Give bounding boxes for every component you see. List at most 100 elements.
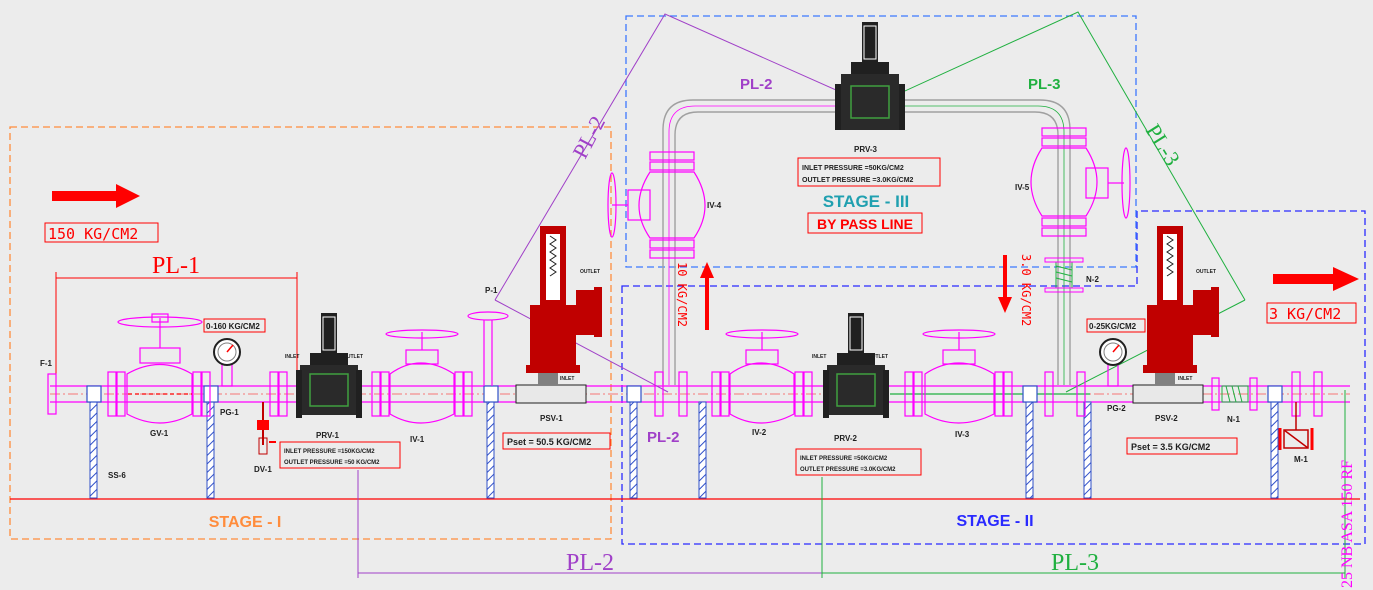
bypass-pressure-10: 10 KG/CM2 (675, 262, 689, 327)
prv2-outlet-tag: OUTLET (868, 354, 888, 360)
prv1-label: PRV-1 (316, 431, 340, 440)
outlet-pressure-box (1266, 302, 1357, 324)
psv2-label: PSV-2 (1155, 414, 1178, 423)
stage-3-label: STAGE - III (823, 192, 910, 211)
bypass-pressure-3: 3.0 KG/CM2 (1019, 254, 1033, 326)
prv3-valve (835, 22, 905, 130)
ss6-label: SS-6 (108, 471, 126, 480)
support-ss6 (89, 401, 98, 499)
n1-label: N-1 (1227, 415, 1240, 424)
n2-label: N-2 (1086, 275, 1099, 284)
psv2-spec: Pset = 3.5 KG/CM2 (1126, 437, 1238, 455)
pl2-diagonal-low (494, 299, 669, 393)
pl3-top-label: PL-3 (1028, 76, 1061, 93)
psv2-valve (1132, 226, 1219, 404)
svg-text:Pset = 3.5 KG/CM2: Pset = 3.5 KG/CM2 (1131, 442, 1210, 452)
prv1-outlet-tag: OUTLET (343, 354, 363, 360)
outlet-flow-arrow (1273, 267, 1359, 291)
psv1-label: PSV-1 (540, 414, 563, 423)
support-4 (629, 401, 638, 499)
svg-text:INLET PRESSURE =50KG/CM2: INLET PRESSURE =50KG/CM2 (800, 456, 888, 462)
isolation-valve-iv1 (385, 329, 459, 424)
stage-3-box (625, 15, 1137, 268)
drain-valve-dv1 (257, 402, 276, 455)
psv2-outlet-tag: OUTLET (1196, 269, 1216, 275)
isolation-valve-iv2 (725, 329, 799, 424)
plug-p1 (467, 311, 509, 386)
bypass-label-box (807, 212, 923, 234)
support-3 (486, 401, 495, 499)
pl3-bottom-label: PL-3 (1051, 550, 1099, 576)
iv2-label: IV-2 (752, 428, 767, 437)
pipe-supports (86, 385, 1283, 499)
pressure-gauge-pg2 (1099, 338, 1127, 387)
p1-label: P-1 (485, 286, 498, 295)
pg1-range-box (203, 318, 266, 333)
f1-label: F-1 (40, 359, 53, 368)
prv3-spec: INLET PRESSURE =50KG/CM2 OUTLET PRESSURE… (797, 157, 941, 187)
pl3-diagonal (871, 11, 1246, 301)
bypass-pipe-left-center (668, 105, 840, 385)
bypass-up-arrow (700, 262, 714, 330)
stage-2-box (621, 210, 1366, 545)
inlet-pressure-label: 150 KG/CM2 (48, 225, 138, 243)
nipple-n1 (1221, 385, 1249, 403)
stage-2-label: STAGE - II (956, 513, 1033, 530)
stage-1-box (9, 126, 612, 540)
psv2-inlet-tag: INLET (1178, 376, 1192, 382)
psv1-valve (515, 226, 602, 404)
pl3-diagonal-label: PL-3 (1141, 119, 1186, 170)
svg-text:OUTLET PRESSURE =50 KG/CM2: OUTLET PRESSURE =50 KG/CM2 (284, 460, 380, 466)
pressure-gauge-pg1 (213, 338, 241, 387)
psv1-spec: Pset = 50.5 KG/CM2 (502, 432, 611, 450)
iv1-label: IV-1 (410, 435, 425, 444)
isolation-valve-iv3 (922, 329, 996, 424)
prv1-inlet-tag: INLET (285, 354, 299, 360)
pl2-bottom-label: PL-2 (566, 550, 614, 576)
svg-text:INLET PRESSURE =150KG/CM2: INLET PRESSURE =150KG/CM2 (284, 449, 375, 455)
prv1-spec: INLET PRESSURE =150KG/CM2 OUTLET PRESSUR… (279, 441, 401, 469)
svg-text:Pset = 50.5 KG/CM2: Pset = 50.5 KG/CM2 (507, 437, 591, 447)
svg-text:INLET PRESSURE =50KG/CM2: INLET PRESSURE =50KG/CM2 (802, 165, 904, 172)
prv2-label: PRV-2 (834, 434, 858, 443)
support-8 (1270, 401, 1279, 499)
iv4-label: IV-4 (707, 201, 722, 210)
outlet-pressure-label: 3 KG/CM2 (1269, 305, 1341, 323)
meter-m1 (1278, 402, 1314, 450)
nipple-n2 (1044, 257, 1084, 293)
prv2-inlet-tag: INLET (812, 354, 826, 360)
prv2-valve (823, 313, 889, 418)
pipe-size-label: 25 NB ASA 150 RF (1339, 460, 1356, 588)
svg-text:OUTLET PRESSURE =3.0KG/CM2: OUTLET PRESSURE =3.0KG/CM2 (802, 177, 914, 184)
pl2-diagonal-label: PL-2 (567, 112, 610, 163)
gate-valve-gv1 (117, 313, 203, 424)
stage-1-label: STAGE - I (209, 514, 282, 531)
prv3-label: PRV-3 (854, 145, 878, 154)
iv3-label: IV-3 (955, 430, 970, 439)
inlet-pressure-box (44, 222, 159, 243)
pg1-range-label: 0-160 KG/CM2 (206, 322, 260, 331)
pl2-diagonal (494, 13, 873, 301)
pg1-label: PG-1 (220, 408, 239, 417)
bypass-pipe-outer (662, 99, 1071, 385)
prv2-spec: INLET PRESSURE =50KG/CM2 OUTLET PRESSURE… (795, 448, 922, 476)
psv1-outlet-tag: OUTLET (580, 269, 600, 275)
psv1-inlet-tag: INLET (560, 376, 574, 382)
bypass-pipe-right-center (900, 105, 1065, 385)
inlet-flow-arrow (52, 184, 140, 208)
isolation-valve-iv5 (1030, 127, 1131, 237)
pl2-top-label: PL-2 (740, 76, 773, 93)
gv1-label: GV-1 (150, 429, 169, 438)
bypass-down-arrow (998, 255, 1012, 313)
flanges (47, 371, 1323, 417)
pg2-range-label: 0-25KG/CM2 (1089, 322, 1137, 331)
pg2-range-box (1086, 318, 1146, 333)
dv1-label: DV-1 (254, 465, 272, 474)
prv1-valve (296, 313, 362, 418)
svg-text:OUTLET PRESSURE =3.0KG/CM2: OUTLET PRESSURE =3.0KG/CM2 (800, 467, 896, 473)
support-5 (698, 401, 707, 499)
m1-label: M-1 (1294, 455, 1308, 464)
bypass-label: BY PASS LINE (817, 216, 913, 232)
pg2-label: PG-2 (1107, 404, 1126, 413)
